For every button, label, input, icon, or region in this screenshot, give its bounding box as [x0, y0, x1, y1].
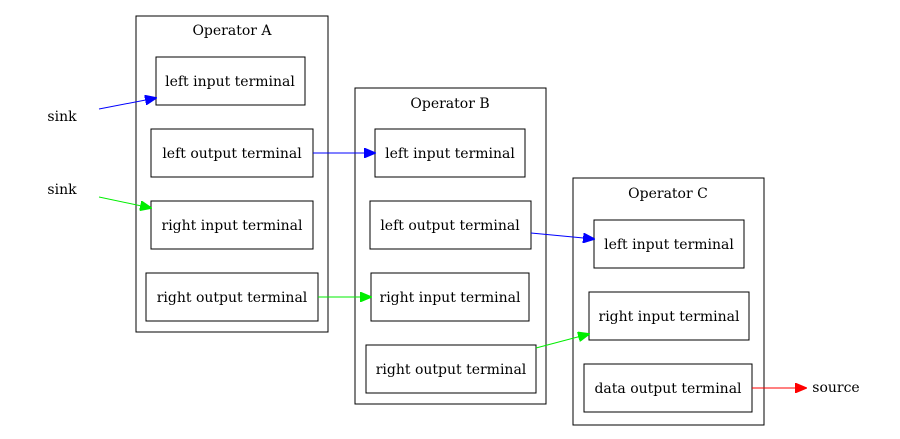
operator-b-left-output-box [369, 200, 532, 250]
operator-b-cluster: Operator B left input terminal left outp… [354, 87, 547, 405]
operator-a-frame [135, 15, 329, 333]
operator-a-cluster: Operator A left input terminal left outp… [135, 15, 329, 333]
operator-a-right-input-box [150, 200, 314, 250]
operator-c-left-input-label: left input terminal [604, 237, 734, 253]
edge-b-right-output-to-c-right-input [535, 334, 589, 349]
operator-c-left-input-box [593, 219, 745, 269]
operator-c-frame [572, 177, 765, 426]
operator-c-title: Operator C [628, 186, 708, 202]
edge-b-left-output-to-c-left-input [530, 232, 594, 239]
operator-b-left-input-label: left input terminal [385, 146, 515, 162]
operator-b-right-output-box [365, 344, 537, 394]
operator-a-left-output-label: left output terminal [162, 146, 302, 162]
operator-b-right-input-label: right input terminal [380, 290, 521, 306]
operator-c-data-output-box [583, 363, 753, 413]
source-node: source [812, 380, 859, 396]
sink-node-2: sink [47, 182, 77, 198]
edge-sink1-to-a-left-input [98, 98, 156, 110]
operator-b-right-input-box [370, 272, 530, 322]
operator-a-title: Operator A [192, 23, 272, 39]
sink-node-1: sink [47, 109, 77, 125]
operator-c-cluster: Operator C left input terminal right inp… [572, 177, 765, 426]
operator-a-left-input-label: left input terminal [165, 74, 295, 90]
operator-a-left-output-box [150, 128, 314, 178]
operator-a-left-input-box [155, 56, 306, 106]
operator-b-frame [354, 87, 547, 405]
operator-c-data-output-label: data output terminal [594, 381, 742, 397]
operator-b-left-output-label: left output terminal [380, 218, 520, 234]
operator-b-right-output-label: right output terminal [376, 362, 527, 378]
operator-a-right-output-box [145, 272, 319, 322]
operator-c-right-input-label: right input terminal [599, 309, 740, 325]
operator-a-right-output-label: right output terminal [157, 290, 308, 306]
operator-a-right-input-label: right input terminal [162, 218, 303, 234]
edge-sink2-to-a-right-input [98, 196, 151, 208]
operator-c-right-input-box [588, 291, 750, 341]
operator-b-title: Operator B [410, 96, 489, 112]
